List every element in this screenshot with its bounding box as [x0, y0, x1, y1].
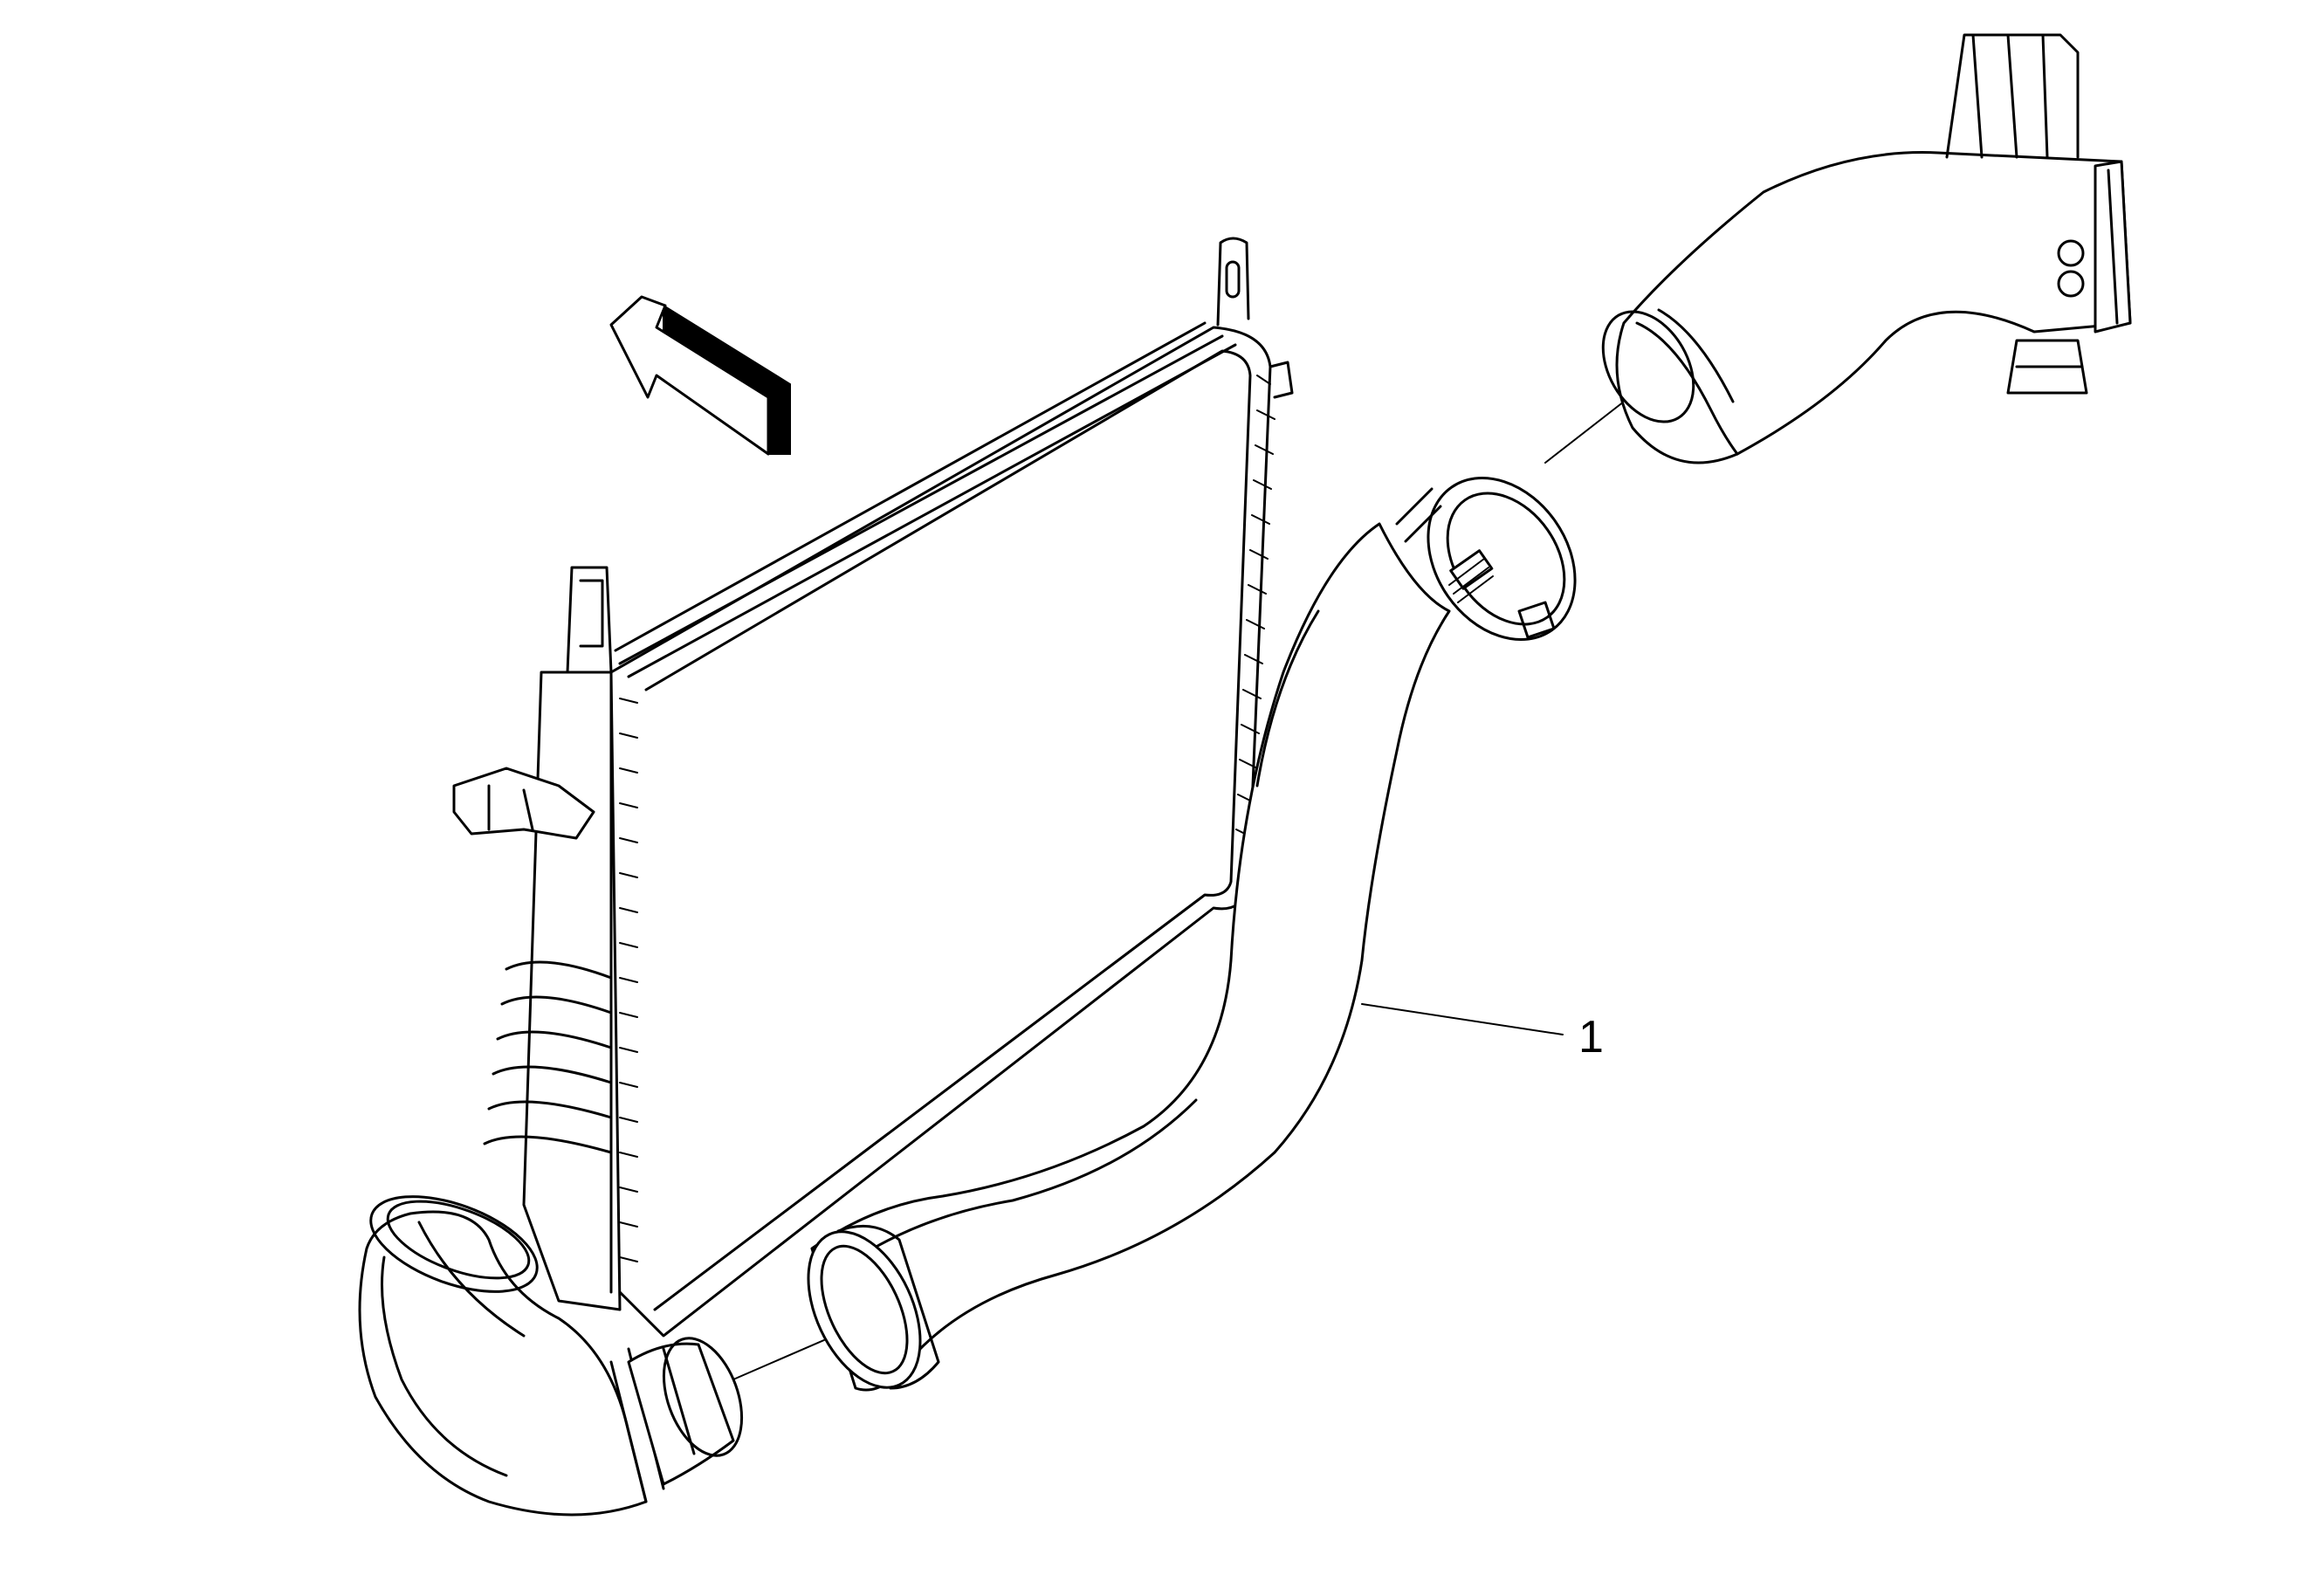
forward-direction-arrow-icon	[609, 295, 791, 456]
callout-label-1: 1	[1578, 1012, 1604, 1063]
hose-clamp	[1395, 476, 1577, 642]
intercooler-inlet-elbow	[358, 1195, 665, 1517]
charge-air-cooler-hose	[807, 522, 1451, 1392]
cooler-outlet-coupler	[627, 1337, 744, 1486]
callout-1: 1	[1361, 1003, 1604, 1063]
charge-air-cooler	[452, 237, 1294, 1338]
turbo-outlet-duct	[1601, 33, 2132, 464]
